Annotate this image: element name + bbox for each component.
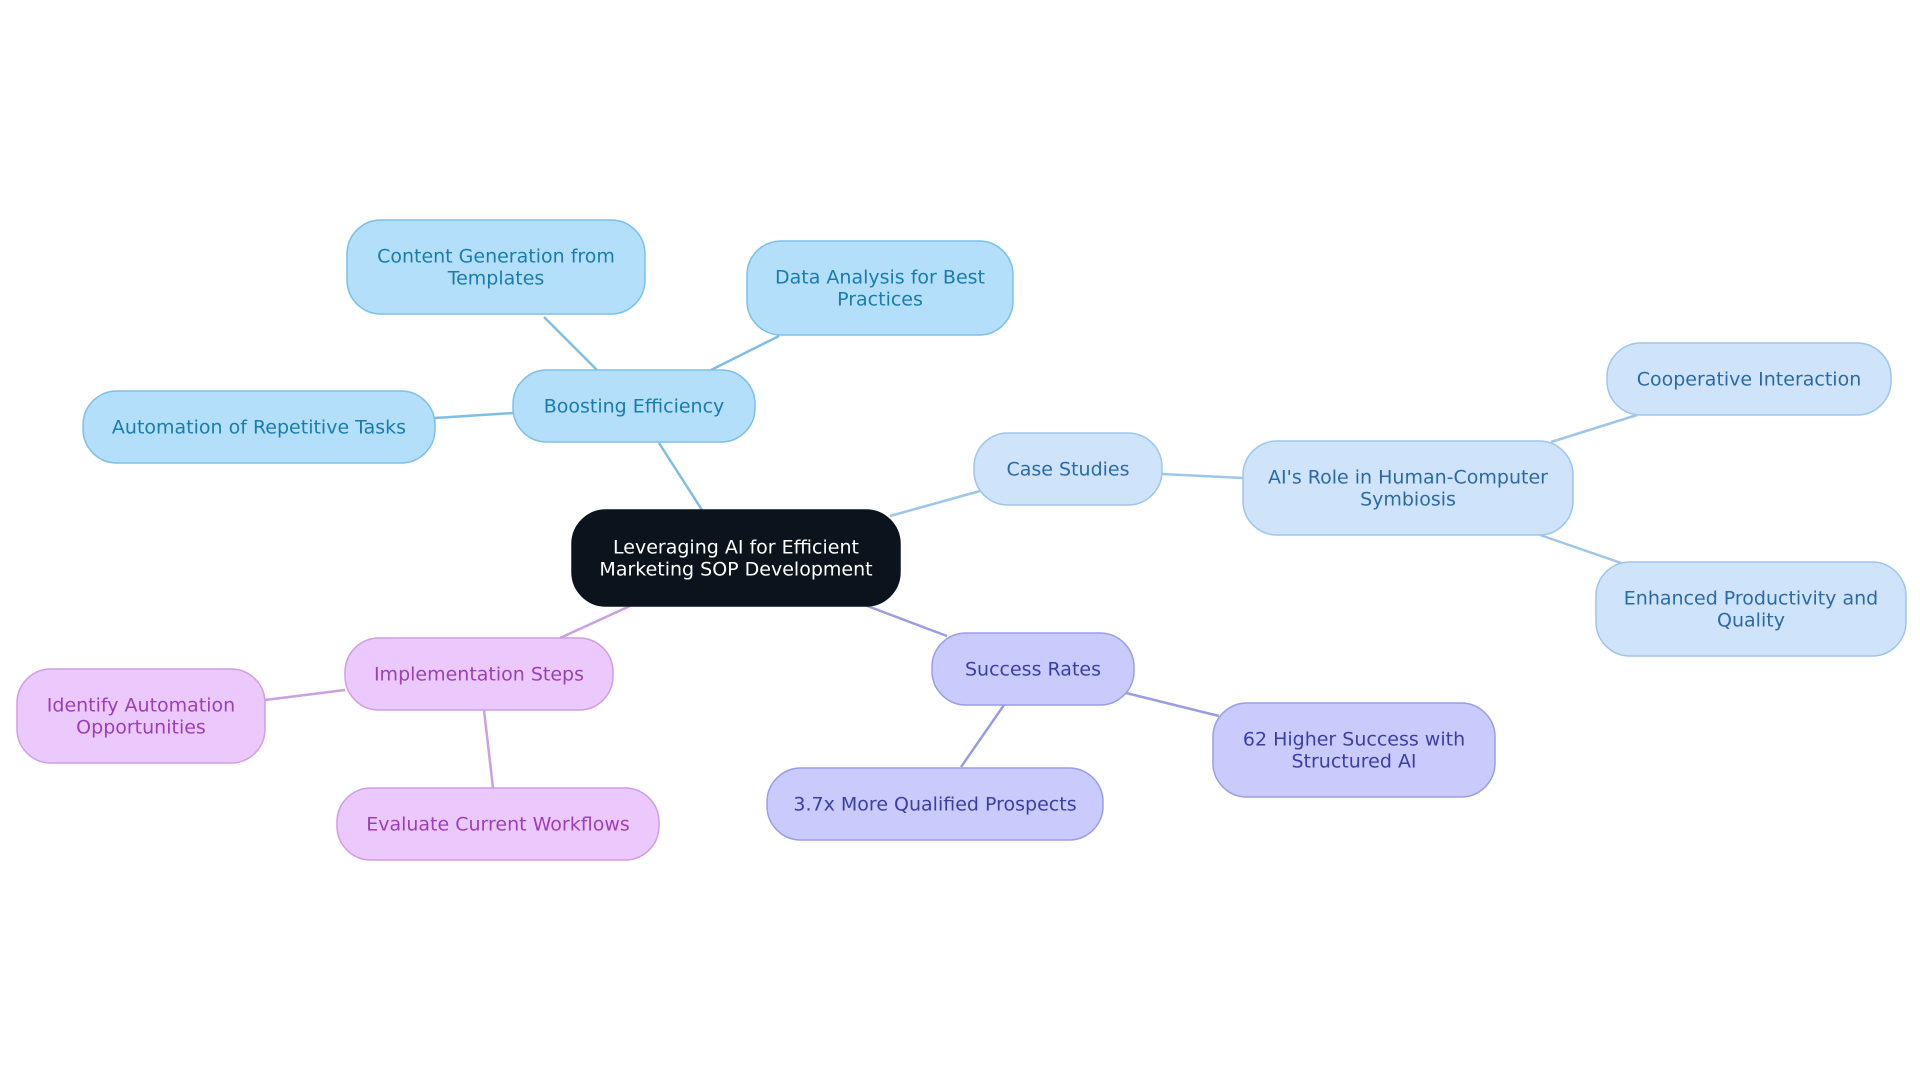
node-content-generation-label-line-2: Templates (447, 268, 545, 290)
node-ai-role-label-line-1: AI's Role in Human-Computer (1268, 467, 1548, 489)
node-efficiency-label-line-1: Boosting Efficiency (544, 396, 725, 418)
node-success-box (931, 632, 1135, 706)
edge-implementation-to-evaluate-workflows (482, 709, 495, 789)
edge-ai-role-to-productivity (1539, 533, 1628, 567)
node-automation-box (82, 390, 436, 464)
node-ai-role-label-line-2: Symbiosis (1360, 489, 1456, 511)
node-identify-automation-label-line-2: Opportunities (76, 717, 206, 739)
edge-ai-role-to-cooperative (1550, 413, 1638, 444)
node-efficiency-box (512, 369, 756, 443)
edge-root-to-implementation (559, 604, 631, 640)
edge-case-to-ai-role (1161, 472, 1244, 480)
edge-root-to-efficiency (657, 442, 704, 511)
node-cooperative-label-line-1: Cooperative Interaction (1637, 369, 1862, 391)
node-root-box (571, 509, 901, 607)
node-data-analysis-label-line-1: Data Analysis for Best (775, 267, 985, 289)
node-automation-label-line-1: Automation of Repetitive Tasks (112, 417, 406, 439)
edge-efficiency-to-automation (434, 411, 514, 420)
node-root-label-line-2: Marketing SOP Development (599, 559, 872, 581)
node-qualified-prospects[interactable]: 3.7x More Qualified Prospects (766, 767, 1104, 841)
node-content-generation-label-line-1: Content Generation from (377, 246, 615, 268)
node-cooperative[interactable]: Cooperative Interaction (1606, 342, 1892, 416)
node-efficiency[interactable]: Boosting Efficiency (512, 369, 756, 443)
node-root-label-line-1: Leveraging AI for Efficient (613, 537, 859, 559)
node-higher-success-box (1212, 702, 1496, 798)
node-success-label-line-1: Success Rates (965, 659, 1101, 681)
node-identify-automation-label-line-1: Identify Automation (47, 695, 235, 717)
node-ai-role-box (1242, 440, 1574, 536)
node-productivity-box (1595, 561, 1907, 657)
node-data-analysis-label-line-2: Practices (837, 289, 923, 311)
node-identify-automation-box (16, 668, 266, 764)
node-evaluate-workflows-box (336, 787, 660, 861)
edge-root-to-case (889, 489, 981, 518)
node-automation[interactable]: Automation of Repetitive Tasks (82, 390, 436, 464)
edge-implementation-to-identify-automation (264, 688, 346, 702)
node-qualified-prospects-label-line-1: 3.7x More Qualified Prospects (793, 794, 1076, 816)
node-productivity-label-line-2: Quality (1717, 610, 1785, 632)
node-qualified-prospects-box (766, 767, 1104, 841)
node-cooperative-box (1606, 342, 1892, 416)
edge-success-to-qualified-prospects (959, 704, 1006, 768)
node-implementation[interactable]: Implementation Steps (344, 637, 614, 711)
edge-efficiency-to-content-generation (543, 316, 598, 371)
edge-root-to-success (861, 602, 948, 638)
node-implementation-label-line-1: Implementation Steps (374, 664, 584, 686)
node-content-generation-box (346, 219, 646, 315)
node-productivity-label-line-1: Enhanced Productivity and (1624, 588, 1878, 610)
node-case-label-line-1: Case Studies (1006, 459, 1129, 481)
edge-efficiency-to-data-analysis (710, 334, 780, 372)
edge-success-to-higher-success (1125, 691, 1220, 718)
node-case-box (973, 432, 1163, 506)
node-evaluate-workflows-label-line-1: Evaluate Current Workflows (366, 814, 630, 836)
node-data-analysis-box (746, 240, 1014, 336)
mindmap-edges (264, 316, 1638, 789)
node-evaluate-workflows[interactable]: Evaluate Current Workflows (336, 787, 660, 861)
node-higher-success-label-line-1: 62 Higher Success with (1243, 729, 1465, 751)
node-higher-success-label-line-2: Structured AI (1291, 751, 1416, 773)
node-implementation-box (344, 637, 614, 711)
node-success[interactable]: Success Rates (931, 632, 1135, 706)
node-case[interactable]: Case Studies (973, 432, 1163, 506)
